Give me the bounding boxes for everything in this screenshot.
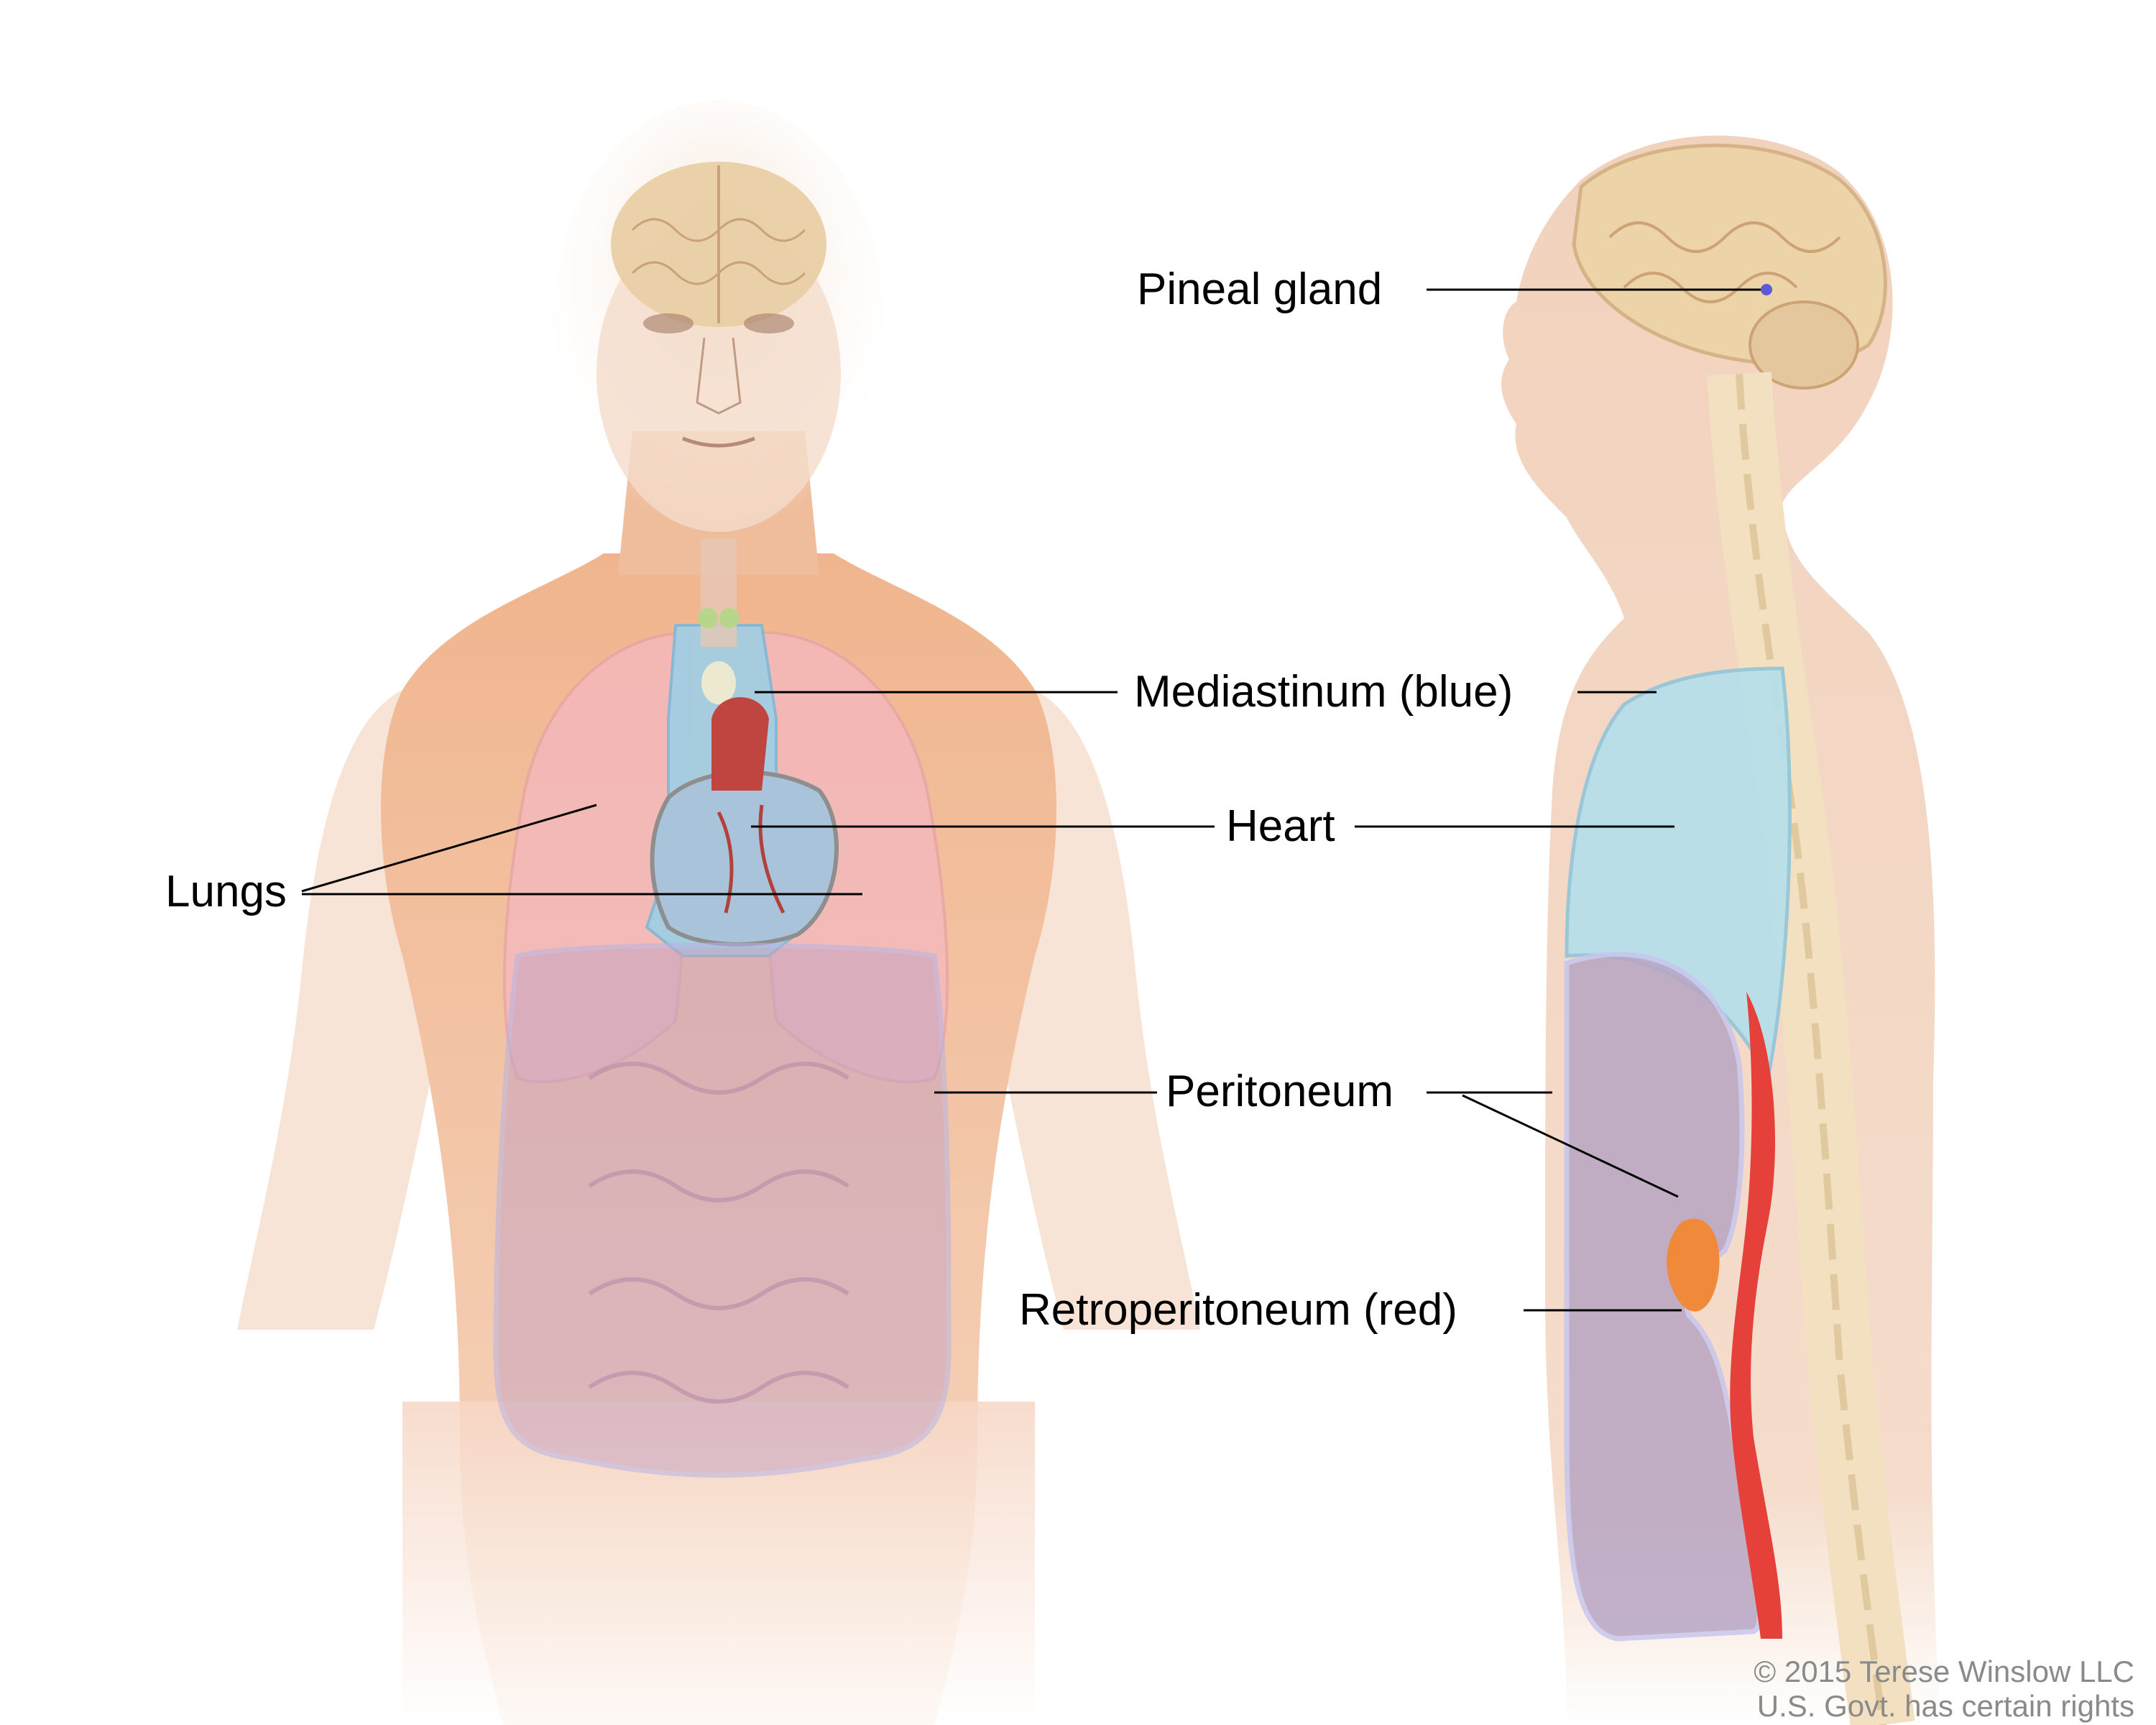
pineal-gland-dot bbox=[1761, 284, 1772, 295]
mediastinum-label: Mediastinum (blue) bbox=[1134, 667, 1514, 717]
side-view-figure bbox=[1501, 135, 1940, 1725]
leader-lines bbox=[301, 288, 1761, 1312]
cerebellum bbox=[1749, 300, 1859, 390]
front-view-figure bbox=[237, 101, 1200, 1725]
peritoneum-label: Peritoneum bbox=[1166, 1067, 1394, 1116]
copyright-line: © 2015 Terese Winslow LLC bbox=[1754, 1655, 2134, 1688]
heart-label: Heart bbox=[1226, 801, 1335, 851]
lungs-label: Lungs bbox=[165, 867, 287, 916]
rights-line: U.S. Govt. has certain rights bbox=[1756, 1689, 2134, 1724]
lungs-leader-upper bbox=[301, 804, 597, 893]
pineal-gland-label: Pineal gland bbox=[1137, 264, 1383, 314]
retroperitoneum-side bbox=[1730, 992, 1782, 1639]
copyright-credit: © 2015 Terese Winslow LLC U.S. Govt. has… bbox=[1754, 1655, 2134, 1724]
retroperitoneum-label: Retroperitoneum (red) bbox=[1019, 1285, 1457, 1335]
peritoneum-leader-diagonal bbox=[1462, 1094, 1679, 1198]
peritoneum-front bbox=[493, 942, 952, 1478]
peritoneum-side bbox=[1564, 952, 1762, 1642]
heart-front bbox=[650, 770, 839, 947]
adrenal-orange bbox=[1667, 1218, 1720, 1312]
trachea bbox=[701, 539, 737, 647]
